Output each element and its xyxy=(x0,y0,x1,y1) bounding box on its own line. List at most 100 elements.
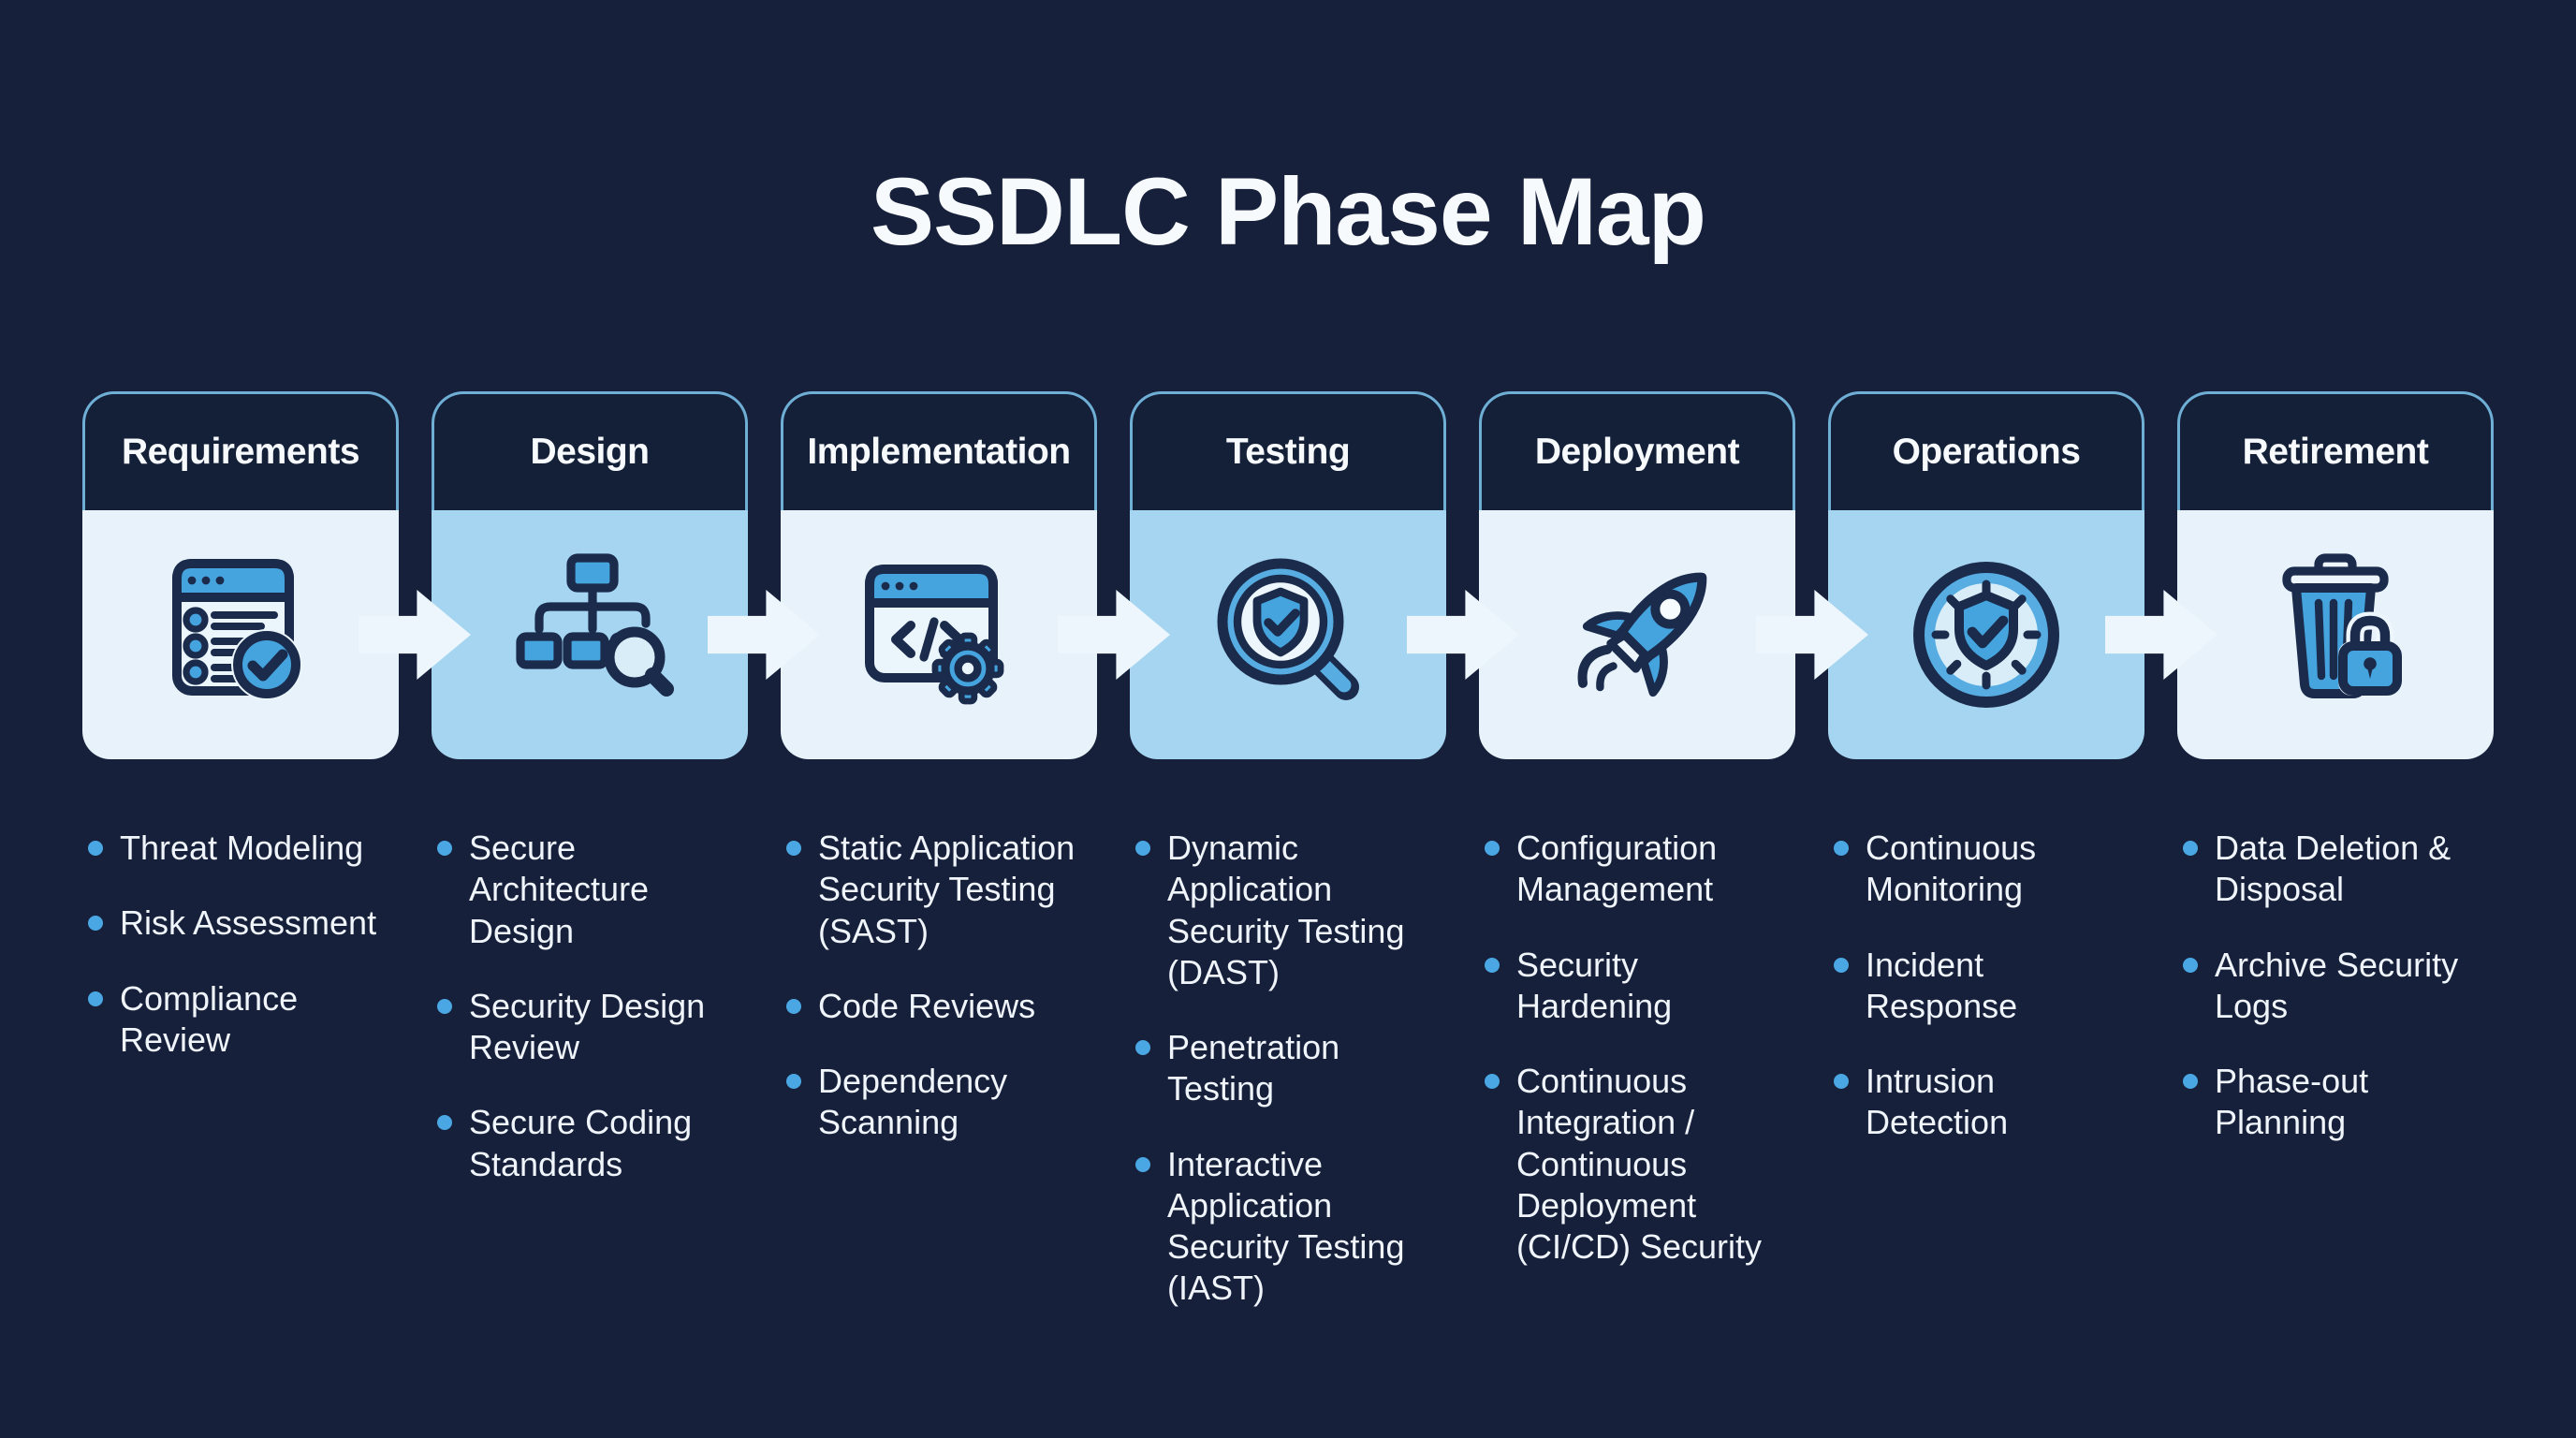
phase-list-row: Threat Modeling Risk Assessment Complian… xyxy=(82,828,2494,1343)
list-item-label: Risk Assessment xyxy=(120,903,377,943)
bullet-dot-icon xyxy=(437,1115,452,1131)
code-window-gear-icon xyxy=(865,565,1004,705)
bullet-dot-icon xyxy=(1834,841,1849,856)
bullet-dot-icon xyxy=(1135,841,1150,856)
phase-header: Implementation xyxy=(781,391,1097,510)
list-item-label: Dynamic Application Security Testing (DA… xyxy=(1167,829,1405,991)
list-item: Penetration Testing xyxy=(1135,1027,1446,1110)
phase-list-operations: Continuous Monitoring Incident Response … xyxy=(1828,828,2144,1343)
architecture-diagram-magnifier-icon xyxy=(516,553,674,697)
phase-name: Requirements xyxy=(121,432,360,472)
list-item-label: Configuration Management xyxy=(1516,829,1718,909)
list-item: Intrusion Detection xyxy=(1834,1061,2144,1144)
phase-name: Operations xyxy=(1892,432,2081,472)
phase-card-deployment: Deployment xyxy=(1479,391,1795,759)
list-item: Incident Response xyxy=(1834,945,2144,1028)
list-item-label: Interactive Application Security Testing… xyxy=(1167,1144,1405,1308)
list-item-label: Intrusion Detection xyxy=(1866,1062,2009,1142)
trash-padlock-icon xyxy=(2282,553,2402,698)
list-item: Dependency Scanning xyxy=(786,1061,1097,1144)
checklist-window-icon xyxy=(172,559,302,700)
list-item-label: Code Reviews xyxy=(818,986,1036,1025)
list-item-label: Security Design Review xyxy=(469,986,706,1067)
list-item-label: Threat Modeling xyxy=(120,829,364,867)
bullet-dot-icon xyxy=(1834,1074,1849,1090)
list-item: Secure Coding Standards xyxy=(437,1102,748,1185)
phase-card-retirement: Retirement xyxy=(2177,391,2494,759)
phase-list-testing: Dynamic Application Security Testing (DA… xyxy=(1130,828,1446,1343)
phase-body xyxy=(432,510,748,759)
rocket-icon xyxy=(1577,572,1707,697)
list-item-label: Incident Response xyxy=(1866,945,2018,1025)
phase-body xyxy=(781,510,1097,759)
phase-name: Design xyxy=(530,432,650,472)
list-item: Interactive Application Security Testing… xyxy=(1135,1144,1446,1310)
phase-card-design: Design xyxy=(432,391,748,759)
bullet-dot-icon xyxy=(1135,1040,1150,1056)
phase-list-deployment: Configuration Management Security Harden… xyxy=(1479,828,1795,1343)
list-item-label: Compliance Review xyxy=(120,978,299,1059)
phase-header: Requirements xyxy=(82,391,399,510)
list-item-label: Continuous Integration / Continuous Depl… xyxy=(1516,1062,1763,1267)
phase-header: Testing xyxy=(1130,391,1446,510)
bullet-dot-icon xyxy=(437,998,452,1014)
bullet-dot-icon xyxy=(2183,841,2198,856)
bullet-dot-icon xyxy=(1135,1156,1150,1172)
list-item-label: Secure Coding Standards xyxy=(469,1103,693,1183)
list-item: Configuration Management xyxy=(1485,828,1795,911)
bullet-dot-icon xyxy=(88,990,103,1006)
list-item: Data Deletion & Disposal xyxy=(2183,828,2494,911)
phase-name: Testing xyxy=(1225,432,1351,472)
page-title: SSDLC Phase Map xyxy=(871,158,1706,266)
list-item: Static Application Security Testing (SAS… xyxy=(786,828,1097,952)
phase-card-testing: Testing xyxy=(1130,391,1446,759)
phase-card-implementation: Implementation xyxy=(781,391,1097,759)
phase-list-design: Secure Architecture Design Security Desi… xyxy=(432,828,748,1343)
phase-name: Deployment xyxy=(1534,432,1740,472)
list-item-label: Continuous Monitoring xyxy=(1866,829,2037,909)
list-item: Phase-out Planning xyxy=(2183,1061,2494,1144)
phase-body xyxy=(1130,510,1446,759)
list-item: Threat Modeling xyxy=(88,828,399,869)
clock-shield-check-icon xyxy=(1913,562,2059,708)
bullet-dot-icon xyxy=(786,998,801,1014)
phase-card-requirements: Requirements xyxy=(82,391,399,759)
bullet-dot-icon xyxy=(1485,841,1500,856)
list-item: Compliance Review xyxy=(88,978,399,1062)
phase-body xyxy=(1828,510,2144,759)
list-item-label: Dependency Scanning xyxy=(818,1062,1008,1142)
bullet-dot-icon xyxy=(786,1074,801,1090)
list-item: Secure Architecture Design xyxy=(437,828,748,952)
list-item: Risk Assessment xyxy=(88,902,399,944)
phase-card-operations: Operations xyxy=(1828,391,2144,759)
phase-header: Deployment xyxy=(1479,391,1795,510)
phase-list-requirements: Threat Modeling Risk Assessment Complian… xyxy=(82,828,399,1343)
list-item: Security Design Review xyxy=(437,986,748,1069)
bullet-dot-icon xyxy=(437,841,452,856)
list-item-label: Static Application Security Testing (SAS… xyxy=(818,829,1076,950)
bullet-dot-icon xyxy=(2183,1074,2198,1090)
list-item-label: Phase-out Planning xyxy=(2215,1062,2369,1142)
magnifier-shield-check-icon xyxy=(1217,558,1359,700)
bullet-dot-icon xyxy=(88,841,103,856)
list-item: Continuous Integration / Continuous Depl… xyxy=(1485,1061,1795,1268)
bullet-dot-icon xyxy=(1485,957,1500,973)
list-item: Continuous Monitoring xyxy=(1834,828,2144,911)
list-item-label: Secure Architecture Design xyxy=(469,829,650,950)
list-item-label: Archive Security Logs xyxy=(2215,945,2459,1025)
list-item-label: Penetration Testing xyxy=(1167,1028,1340,1108)
phase-name: Retirement xyxy=(2242,432,2429,472)
phase-body xyxy=(1479,510,1795,759)
bullet-dot-icon xyxy=(1485,1074,1500,1090)
list-item: Archive Security Logs xyxy=(2183,945,2494,1028)
list-item: Security Hardening xyxy=(1485,945,1795,1028)
phase-body xyxy=(2177,510,2494,759)
list-item-label: Security Hardening xyxy=(1516,945,1673,1025)
bullet-dot-icon xyxy=(2183,957,2198,973)
bullet-dot-icon xyxy=(786,841,801,856)
phase-list-implementation: Static Application Security Testing (SAS… xyxy=(781,828,1097,1343)
phase-body xyxy=(82,510,399,759)
phase-list-retirement: Data Deletion & Disposal Archive Securit… xyxy=(2177,828,2494,1343)
list-item-label: Data Deletion & Disposal xyxy=(2215,829,2452,909)
